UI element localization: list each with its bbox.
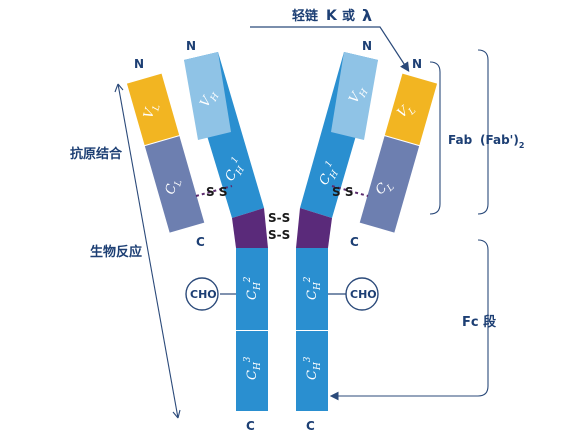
right-hinge [296, 208, 332, 248]
left-vl-label: VL [141, 101, 163, 121]
left-cl-domain [144, 136, 205, 233]
right-lh-disulfide: S S [332, 185, 353, 199]
right-ch3-label: CH3 [303, 356, 323, 380]
left-ch3-domain [236, 331, 268, 411]
kappa-symbol: K [326, 8, 338, 24]
left-hinge [232, 208, 268, 248]
light-chain-title: 轻链 K 或 λ [292, 6, 372, 25]
right-cl-domain [359, 136, 420, 233]
right-ch2-label: CH2 [303, 276, 323, 300]
hinge-disulfide-2: S-S [268, 228, 290, 242]
right-light-n-terminal: N [412, 57, 422, 71]
or-text: 或 [342, 8, 355, 24]
left-lh-disulfide-line [195, 185, 233, 197]
left-lh-disulfide: S S [206, 185, 227, 199]
right-cho-circle [345, 277, 379, 311]
hinge-disulfide-1: S-S [268, 211, 290, 225]
right-vh-domain [331, 52, 378, 140]
right-heavy-n-terminal: N [362, 39, 372, 53]
left-light-chain: VL CL [126, 73, 205, 233]
fab-bracket [429, 61, 441, 215]
right-heavy-c-terminal: C [306, 419, 315, 433]
left-light-n-terminal: N [134, 57, 144, 71]
left-vh-domain [184, 52, 231, 140]
left-cho-circle [185, 277, 219, 311]
fab2-label: (Fab')2 [480, 133, 524, 150]
right-ch2-domain [296, 248, 328, 330]
left-vl-domain [126, 73, 180, 146]
left-heavy-c-terminal: C [246, 419, 255, 433]
left-cho-text: CHO [190, 288, 217, 301]
left-light-c-terminal: C [196, 235, 205, 249]
lambda-symbol: λ [362, 6, 372, 25]
left-ch2-domain [236, 248, 268, 330]
right-ch3-domain [296, 331, 328, 411]
right-ch1-label: CH1 [315, 159, 344, 189]
right-vl-label: VL [395, 100, 418, 124]
antigen-binding-label: 抗原结合 [70, 146, 123, 162]
left-side-guide [117, 83, 179, 419]
left-cl-label: CL [163, 177, 185, 197]
biological-reaction-label: 生物反应 [90, 244, 142, 260]
left-guide-bottom-arrow [172, 409, 181, 419]
fab-label: Fab [448, 133, 473, 147]
left-heavy-n-terminal: N [186, 39, 196, 53]
fc-bracket [477, 239, 489, 397]
light-chain-title-text: 轻链 [292, 8, 319, 24]
right-vl-domain [384, 73, 438, 146]
right-lh-disulfide-line [331, 185, 369, 197]
right-light-chain: VL CL [359, 73, 438, 233]
right-light-c-terminal: C [350, 235, 359, 249]
left-ch2-label: CH2 [243, 276, 263, 300]
fab2-bracket [477, 49, 489, 215]
left-ch3-label: CH3 [243, 356, 263, 380]
right-cho-text: CHO [350, 288, 377, 301]
left-guide-top-arrow [114, 83, 124, 93]
fc-label: Fc 段 [462, 314, 496, 330]
title-pointer-arrow [250, 26, 410, 73]
